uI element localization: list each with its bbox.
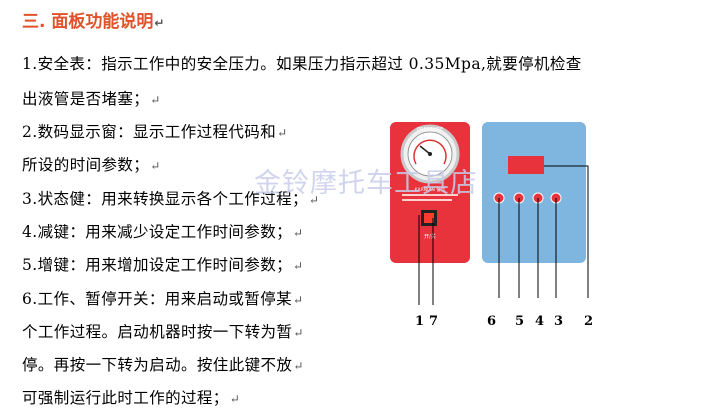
text-line-5: 3.状态健：用来转换显示各个工作过程；↵ bbox=[22, 190, 320, 208]
gauge-label: PRESSURE bbox=[417, 127, 443, 133]
text-line-6: 4.减键：用来减少设定工作时间参数；↵ bbox=[22, 223, 304, 241]
text-line-11: 可强制运行此时工作的过程；↵ bbox=[22, 389, 241, 407]
watermark: 金铃摩托车工具店 bbox=[254, 168, 478, 199]
callout-4: 4 bbox=[535, 314, 544, 329]
text-line-10: 停。再按一下转为启动。按住此键不放↵ bbox=[22, 356, 304, 374]
panel-small-text: KARNIAN 警告 bbox=[415, 186, 446, 193]
digital-display bbox=[508, 156, 544, 174]
text-line-9: 个工作过程。启动机器时按一下转为暂↵ bbox=[22, 323, 304, 341]
callout-1: 1 bbox=[415, 314, 424, 329]
callout-5: 5 bbox=[515, 314, 524, 329]
callout-2: 2 bbox=[584, 314, 593, 329]
text-line-8: 6.工作、暂停开关：用来启动或暂停某↵ bbox=[22, 290, 304, 308]
callout-6: 6 bbox=[487, 314, 496, 329]
switch-label: 开/关 bbox=[424, 233, 436, 240]
panel-illustration: PRESSURE KARNIAN 警告 开/关 bbox=[390, 122, 586, 263]
text-line-7: 5.增键：用来增加设定工作时间参数；↵ bbox=[22, 256, 304, 274]
section-heading: 三. 面板功能说明↵ bbox=[22, 7, 164, 32]
text-line-4: 所设的时间参数；↵ bbox=[22, 156, 161, 174]
text-line-1: 1.安全表：指示工作中的安全压力。如果压力指示超过 0.35Mpa,就要停机检查 bbox=[22, 55, 582, 73]
paragraph-mark: ↵ bbox=[154, 16, 165, 30]
callout-7: 7 bbox=[429, 314, 438, 329]
section-heading-text: 三. 面板功能说明 bbox=[22, 12, 154, 32]
callout-3: 3 bbox=[554, 314, 563, 329]
text-line-2: 出液管是否堵塞；↵ bbox=[22, 90, 161, 108]
text-line-3: 2.数码显示窗：显示工作过程代码和↵ bbox=[22, 123, 288, 141]
